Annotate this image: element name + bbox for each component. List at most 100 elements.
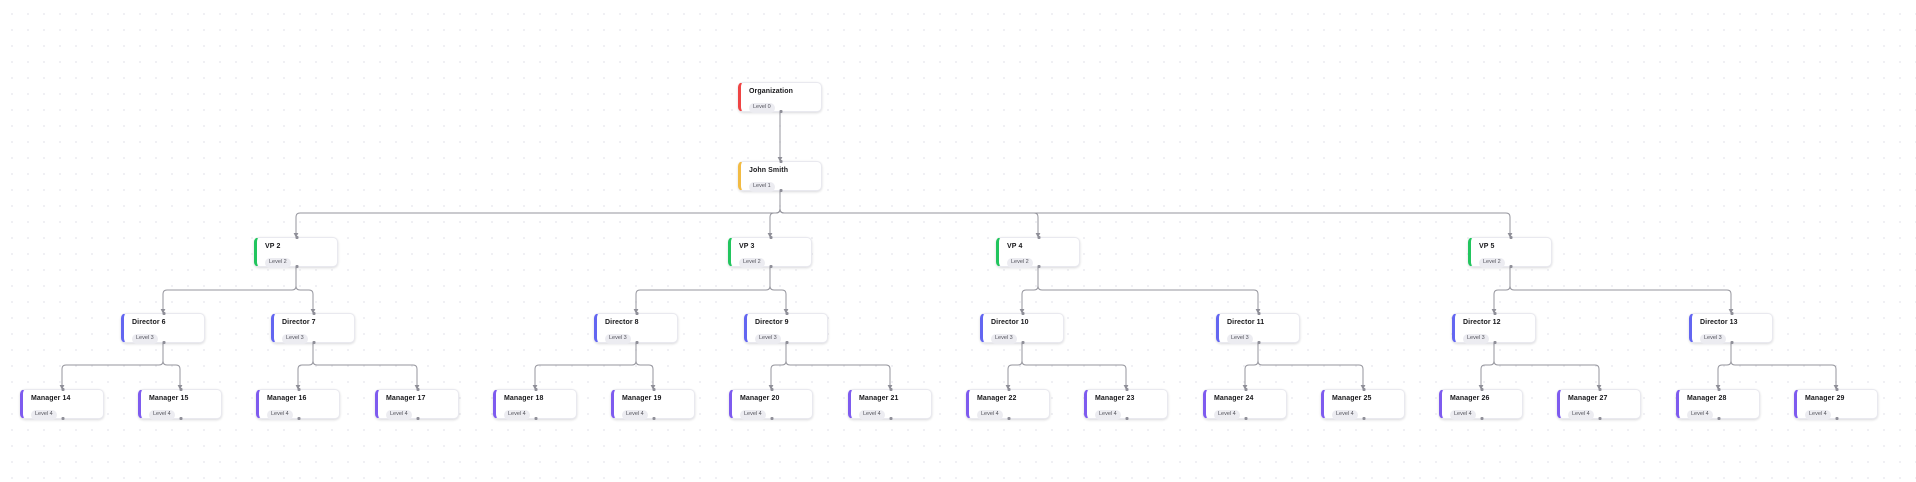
node-target-handle-icon[interactable]	[162, 312, 166, 315]
node-source-handle-icon[interactable]	[295, 265, 299, 268]
node-source-handle-icon[interactable]	[652, 417, 656, 420]
node-target-handle-icon[interactable]	[61, 388, 65, 391]
node-source-handle-icon[interactable]	[416, 417, 420, 420]
node-title: Manager 20	[740, 395, 780, 402]
node-target-handle-icon[interactable]	[1362, 388, 1366, 391]
node-target-handle-icon[interactable]	[1509, 236, 1513, 239]
edge-director-9-to-manager-20	[768, 343, 787, 390]
node-source-handle-icon[interactable]	[1509, 265, 1513, 268]
node-source-handle-icon[interactable]	[1125, 417, 1129, 420]
node-source-handle-icon[interactable]	[635, 341, 639, 344]
node-source-handle-icon[interactable]	[779, 110, 783, 113]
node-target-handle-icon[interactable]	[1257, 312, 1261, 315]
node-level-badge: Level 2	[1007, 258, 1033, 268]
node-target-handle-icon[interactable]	[635, 312, 639, 315]
node-target-handle-icon[interactable]	[785, 312, 789, 315]
node-source-handle-icon[interactable]	[1021, 341, 1025, 344]
node-target-handle-icon[interactable]	[179, 388, 183, 391]
node-source-handle-icon[interactable]	[1717, 417, 1721, 420]
node-source-handle-icon[interactable]	[779, 189, 783, 192]
node-target-handle-icon[interactable]	[1717, 388, 1721, 391]
node-target-handle-icon[interactable]	[297, 388, 301, 391]
node-title: Manager 15	[149, 395, 189, 402]
node-level-badge: Level 2	[265, 258, 291, 268]
node-source-handle-icon[interactable]	[770, 417, 774, 420]
node-title: VP 3	[739, 243, 755, 250]
edge-director-13-to-manager-28	[1715, 343, 1732, 390]
node-target-handle-icon[interactable]	[312, 312, 316, 315]
node-target-handle-icon[interactable]	[1480, 388, 1484, 391]
node-source-handle-icon[interactable]	[1257, 341, 1261, 344]
node-source-handle-icon[interactable]	[1835, 417, 1839, 420]
node-target-handle-icon[interactable]	[1021, 312, 1025, 315]
node-source-handle-icon[interactable]	[769, 265, 773, 268]
node-target-handle-icon[interactable]	[534, 388, 538, 391]
node-target-handle-icon[interactable]	[1007, 388, 1011, 391]
node-source-handle-icon[interactable]	[312, 341, 316, 344]
node-source-handle-icon[interactable]	[1480, 417, 1484, 420]
node-target-handle-icon[interactable]	[652, 388, 656, 391]
node-source-handle-icon[interactable]	[162, 341, 166, 344]
node-target-handle-icon[interactable]	[416, 388, 420, 391]
edge-director-6-to-manager-14	[59, 343, 164, 390]
node-source-handle-icon[interactable]	[1037, 265, 1041, 268]
node-source-handle-icon[interactable]	[61, 417, 65, 420]
node-target-handle-icon[interactable]	[1125, 388, 1129, 391]
node-target-handle-icon[interactable]	[770, 388, 774, 391]
node-target-handle-icon[interactable]	[769, 236, 773, 239]
node-title: Manager 16	[267, 395, 307, 402]
node-target-handle-icon[interactable]	[1244, 388, 1248, 391]
node-target-handle-icon[interactable]	[295, 236, 299, 239]
node-source-handle-icon[interactable]	[1362, 417, 1366, 420]
node-source-handle-icon[interactable]	[179, 417, 183, 420]
node-source-handle-icon[interactable]	[1244, 417, 1248, 420]
node-target-handle-icon[interactable]	[1493, 312, 1497, 315]
node-source-handle-icon[interactable]	[785, 341, 789, 344]
node-source-handle-icon[interactable]	[1598, 417, 1602, 420]
node-target-handle-icon[interactable]	[1037, 236, 1041, 239]
node-target-handle-icon[interactable]	[1598, 388, 1602, 391]
node-target-handle-icon[interactable]	[779, 160, 783, 163]
node-source-handle-icon[interactable]	[534, 417, 538, 420]
node-target-handle-icon[interactable]	[1730, 312, 1734, 315]
node-target-handle-icon[interactable]	[1835, 388, 1839, 391]
node-source-handle-icon[interactable]	[889, 417, 893, 420]
node-source-handle-icon[interactable]	[1730, 341, 1734, 344]
node-target-handle-icon[interactable]	[889, 388, 893, 391]
node-source-handle-icon[interactable]	[1007, 417, 1011, 420]
node-source-handle-icon[interactable]	[297, 417, 301, 420]
node-source-handle-icon[interactable]	[1493, 341, 1497, 344]
node-level-badge: Level 4	[1450, 410, 1476, 420]
